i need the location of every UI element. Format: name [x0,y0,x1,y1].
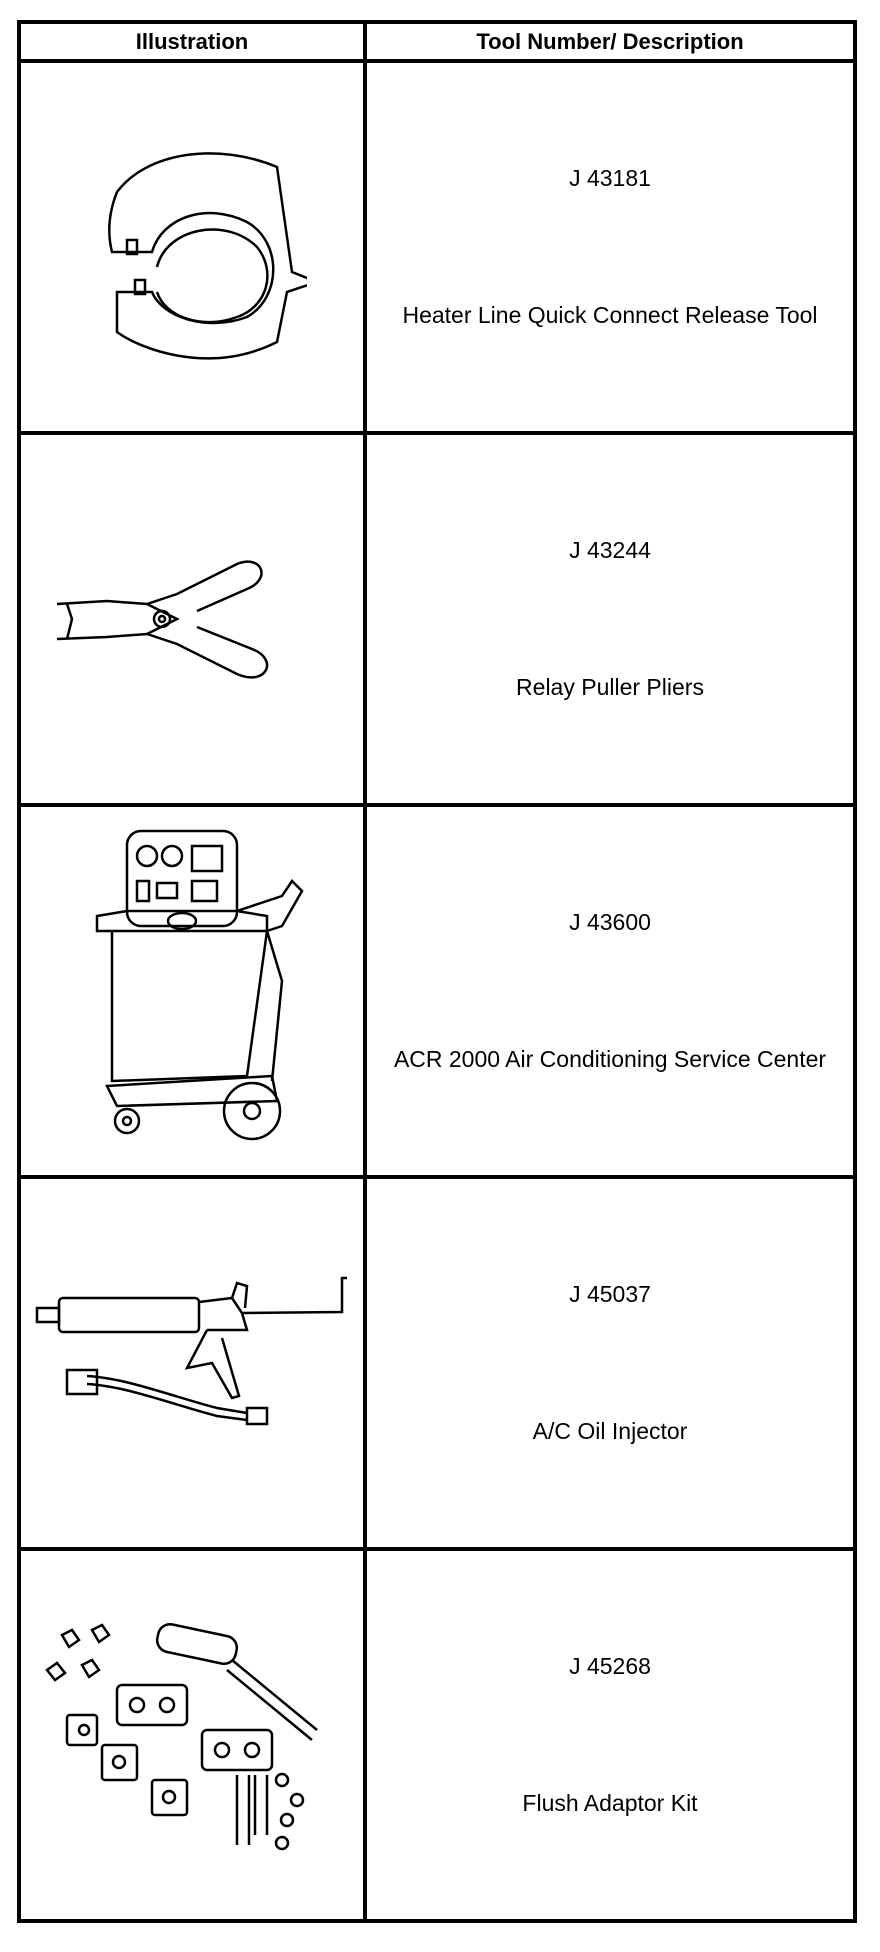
illustration-header: Illustration [17,20,367,63]
tool-description: Flush Adaptor Kit [522,1790,698,1816]
table-row: J 43244 Relay Puller Pliers [17,431,857,807]
service-center-icon [67,821,317,1161]
table-row: J 45037 A/C Oil Injector [17,1175,857,1551]
tool-description: Relay Puller Pliers [516,674,704,700]
pliers-icon [47,549,337,689]
tool-table: Illustration Tool Number/ Description J … [17,20,857,1923]
description-cell: J 45268 Flush Adaptor Kit [363,1547,857,1923]
tool-description: Heater Line Quick Connect Release Tool [402,302,818,328]
tool-number: J 43181 [569,165,651,191]
description-cell: J 45037 A/C Oil Injector [363,1175,857,1551]
table-row: J 43600 ACR 2000 Air Conditioning Servic… [17,803,857,1179]
table-row: J 45268 Flush Adaptor Kit [17,1547,857,1923]
adaptor-kit-icon [27,1605,357,1865]
illustration-cell [17,1175,367,1551]
tool-number: J 45037 [569,1281,651,1307]
release-tool-icon [77,132,307,362]
description-cell: J 43244 Relay Puller Pliers [363,431,857,807]
illustration-cell [17,431,367,807]
tool-header: Tool Number/ Description [363,20,857,63]
description-cell: J 43181 Heater Line Quick Connect Releas… [363,59,857,435]
illustration-cell [17,803,367,1179]
tool-number: J 43244 [569,537,651,563]
tool-number: J 43600 [569,909,651,935]
table-row: J 43181 Heater Line Quick Connect Releas… [17,59,857,435]
description-cell: J 43600 ACR 2000 Air Conditioning Servic… [363,803,857,1179]
tool-description: ACR 2000 Air Conditioning Service Center [393,1046,827,1072]
tool-description: A/C Oil Injector [532,1418,688,1444]
tool-number: J 45268 [569,1653,651,1679]
illustration-cell [17,1547,367,1923]
header-row: Illustration Tool Number/ Description [17,20,857,63]
oil-injector-icon [27,1268,357,1458]
illustration-cell [17,59,367,435]
